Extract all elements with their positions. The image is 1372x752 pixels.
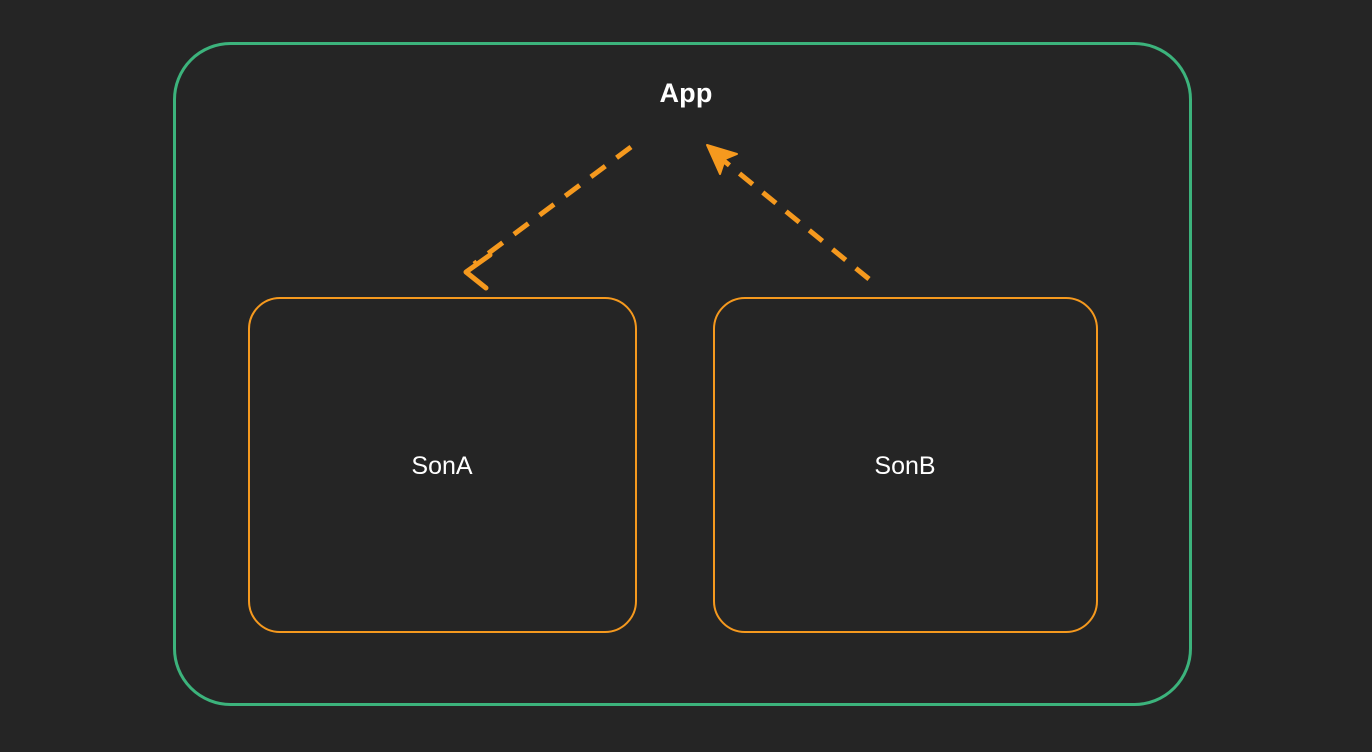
arrowhead-open-icon [463,252,493,291]
connector-app-to-sona-line [472,144,633,267]
connector-sonb-to-app-line [716,154,871,281]
node-sonb-label: SonB [874,452,936,480]
app-container-outline[interactable] [173,42,1192,706]
node-sonb-outline[interactable] [713,297,1098,633]
node-sona-label: SonA [411,452,473,480]
connector-sonb-to-app [706,144,871,281]
arrowhead-filled-icon [706,144,738,175]
node-sona-outline[interactable] [248,297,637,633]
page-title: App [659,78,713,108]
connector-app-to-sona [463,144,633,291]
